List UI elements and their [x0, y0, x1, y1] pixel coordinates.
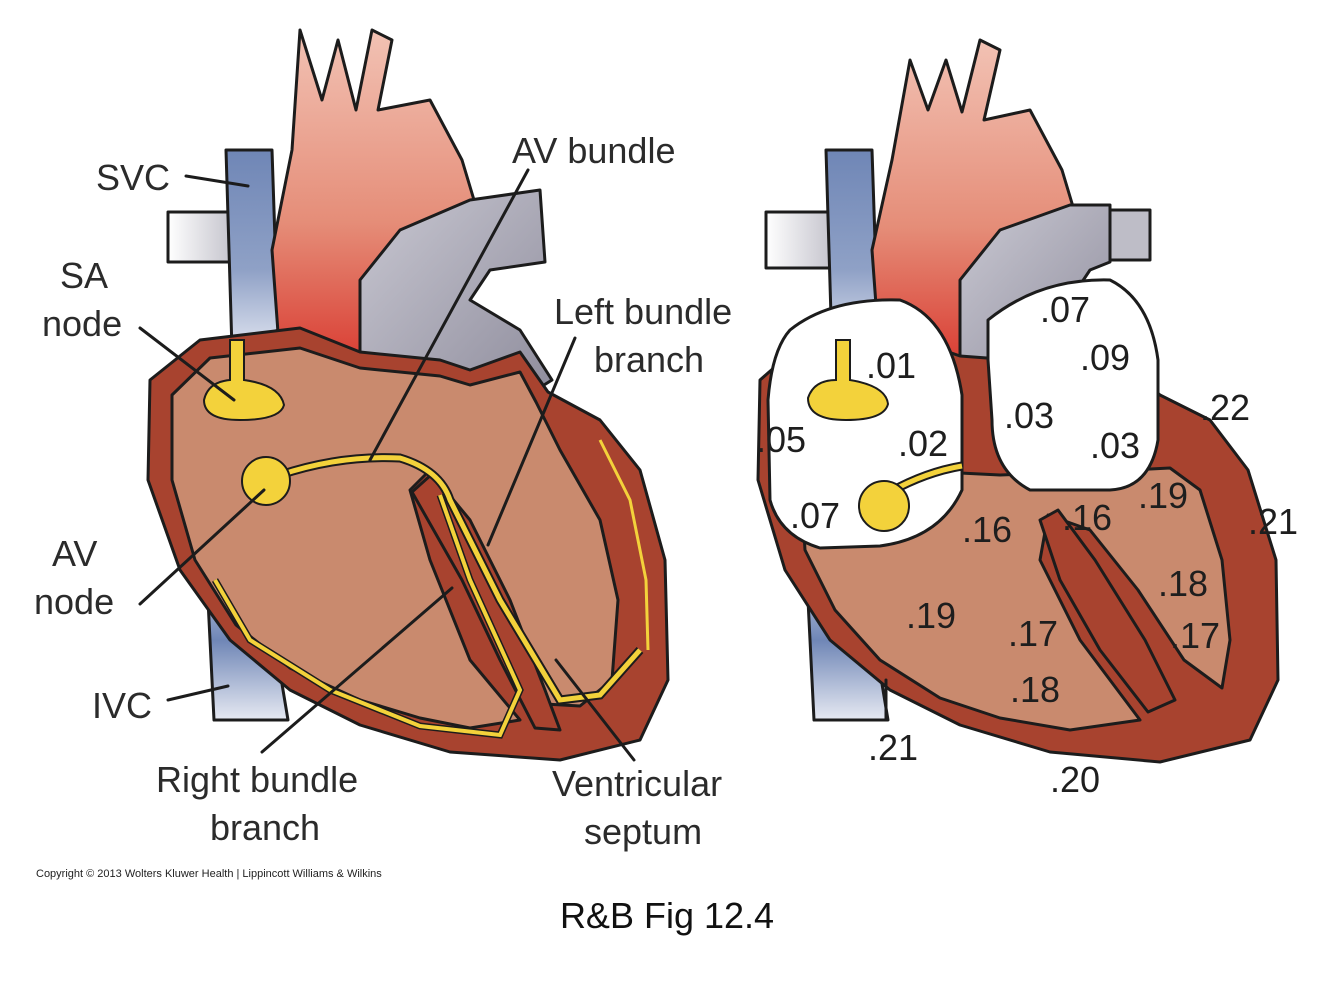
time-la-top: .07 — [1040, 289, 1090, 330]
right-sa-node-shape — [806, 339, 890, 422]
av-node-leader — [138, 488, 266, 606]
left-heart — [138, 28, 670, 762]
av-bundle-path-fill — [279, 455, 642, 703]
time-rv-apex: .18 — [1010, 669, 1060, 710]
right-bundle-leader — [260, 586, 454, 754]
time-la-mid: .03 — [1004, 395, 1054, 436]
av-node-label-line1: AV — [52, 533, 97, 574]
time-apex-edge: .20 — [1050, 759, 1100, 800]
av-node-label-line2: node — [34, 581, 114, 622]
time-lv-right-edge: .21 — [1248, 501, 1298, 542]
time-la-lower: .03 — [1090, 425, 1140, 466]
left-bundle-label-line2: branch — [594, 339, 704, 380]
time-av-lower: .07 — [790, 495, 840, 536]
time-sa: .01 — [866, 345, 916, 386]
left-bundle-wall-path — [598, 439, 650, 651]
time-rv-bottom-edge: .21 — [868, 727, 918, 768]
time-septum-left: .16 — [962, 509, 1012, 550]
sa-node-label-line2: node — [42, 303, 122, 344]
av-node-shape — [241, 456, 291, 506]
left-bundle-label-line1: Left bundle — [554, 291, 732, 332]
septum-leader — [554, 658, 636, 762]
time-lv-upper: .19 — [1138, 475, 1188, 516]
time-rv-mid: .17 — [1008, 613, 1058, 654]
right-bundle-label-line1: Right bundle — [156, 759, 358, 800]
sa-node-shape — [202, 339, 286, 422]
sa-node-leader — [138, 326, 236, 402]
figure-caption: R&B Fig 12.4 — [560, 895, 774, 936]
time-rv-upper: .19 — [906, 595, 956, 636]
sa-node-label-line1: SA — [60, 255, 108, 296]
ivc-label: IVC — [92, 685, 152, 726]
septum-label-line2: septum — [584, 811, 702, 852]
septum-label-line1: Ventricular — [552, 763, 722, 804]
right-heart — [756, 38, 1280, 764]
right-av-node-shape — [858, 480, 910, 532]
time-septum-right: .16 — [1062, 497, 1112, 538]
time-atrium-edge: .05 — [756, 419, 806, 460]
time-la-upper: .09 — [1080, 337, 1130, 378]
svc-label: SVC — [96, 157, 170, 198]
av-bundle-leader — [368, 168, 530, 462]
right-bundle-label-line2: branch — [210, 807, 320, 848]
ivc-leader — [166, 684, 230, 702]
av-bundle-label: AV bundle — [512, 130, 675, 171]
right-bundle-path-fill — [213, 494, 523, 738]
right-atrium-panel — [766, 298, 964, 550]
time-lv-lower: .17 — [1170, 615, 1220, 656]
left-bundle-leader — [486, 336, 577, 547]
time-lv-mid: .18 — [1158, 563, 1208, 604]
superior-vena-cava — [224, 148, 280, 352]
left-atrium-panel — [986, 278, 1160, 492]
svc-leader — [184, 174, 250, 188]
right-ventricular-septum — [1038, 508, 1177, 714]
time-av-node: .02 — [898, 423, 948, 464]
time-lv-top-edge: .22 — [1200, 387, 1250, 428]
copyright-text: Copyright © 2013 Wolters Kluwer Health |… — [36, 868, 382, 880]
